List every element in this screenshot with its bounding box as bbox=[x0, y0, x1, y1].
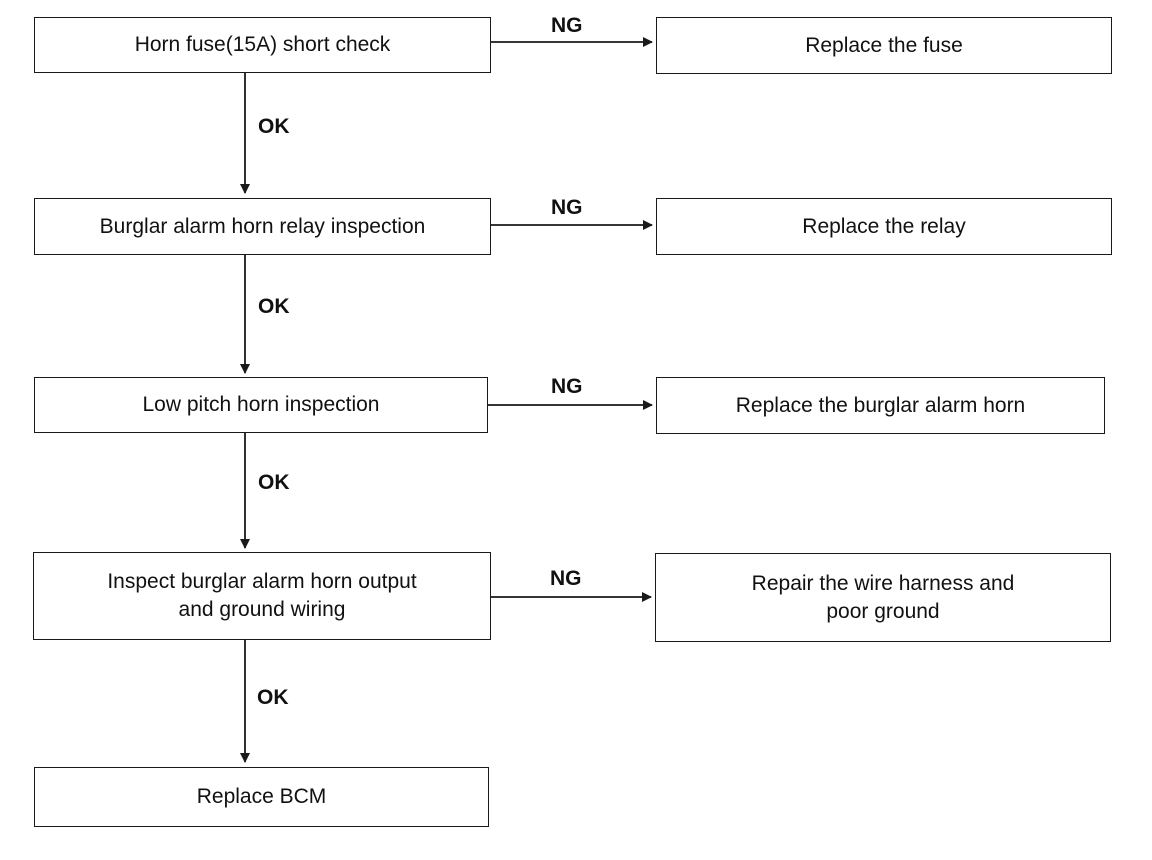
check-text-line-2: and ground wiring bbox=[178, 598, 346, 621]
action-box-replace-relay: Replace the relay bbox=[656, 198, 1112, 255]
check-box-horn-fuse: Horn fuse(15A) short check bbox=[34, 17, 491, 73]
ok-label: OK bbox=[258, 115, 290, 138]
check-text: Burglar alarm horn relay inspection bbox=[99, 214, 426, 238]
check-text: Horn fuse(15A) short check bbox=[134, 33, 391, 56]
ng-label: NG bbox=[551, 196, 583, 219]
action-box-replace-horn: Replace the burglar alarm horn bbox=[656, 377, 1105, 434]
check-box-low-pitch-horn: Low pitch horn inspection bbox=[34, 377, 488, 433]
action-text: Replace the fuse bbox=[805, 33, 963, 57]
final-box-replace-bcm: Replace BCM bbox=[34, 767, 489, 827]
ng-label: NG bbox=[551, 14, 583, 37]
check-box-horn-relay: Burglar alarm horn relay inspection bbox=[34, 198, 491, 255]
action-text-line-2: poor ground bbox=[826, 599, 940, 623]
check-text: Low pitch horn inspection bbox=[142, 393, 380, 416]
action-text: Replace the relay bbox=[802, 214, 966, 238]
ok-label: OK bbox=[258, 295, 290, 318]
action-box-repair-harness: Repair the wire harness and poor ground bbox=[655, 553, 1111, 642]
action-text-line-1: Repair the wire harness and bbox=[751, 571, 1015, 595]
ng-label: NG bbox=[550, 567, 582, 590]
ok-label: OK bbox=[257, 686, 289, 709]
final-text: Replace BCM bbox=[196, 785, 327, 808]
ng-label: NG bbox=[551, 375, 583, 398]
action-text: Replace the burglar alarm horn bbox=[735, 393, 1026, 417]
check-text-line-1: Inspect burglar alarm horn output bbox=[107, 570, 417, 593]
ok-label: OK bbox=[258, 471, 290, 494]
check-box-horn-wiring: Inspect burglar alarm horn output and gr… bbox=[33, 552, 491, 640]
action-box-replace-fuse: Replace the fuse bbox=[656, 17, 1112, 74]
